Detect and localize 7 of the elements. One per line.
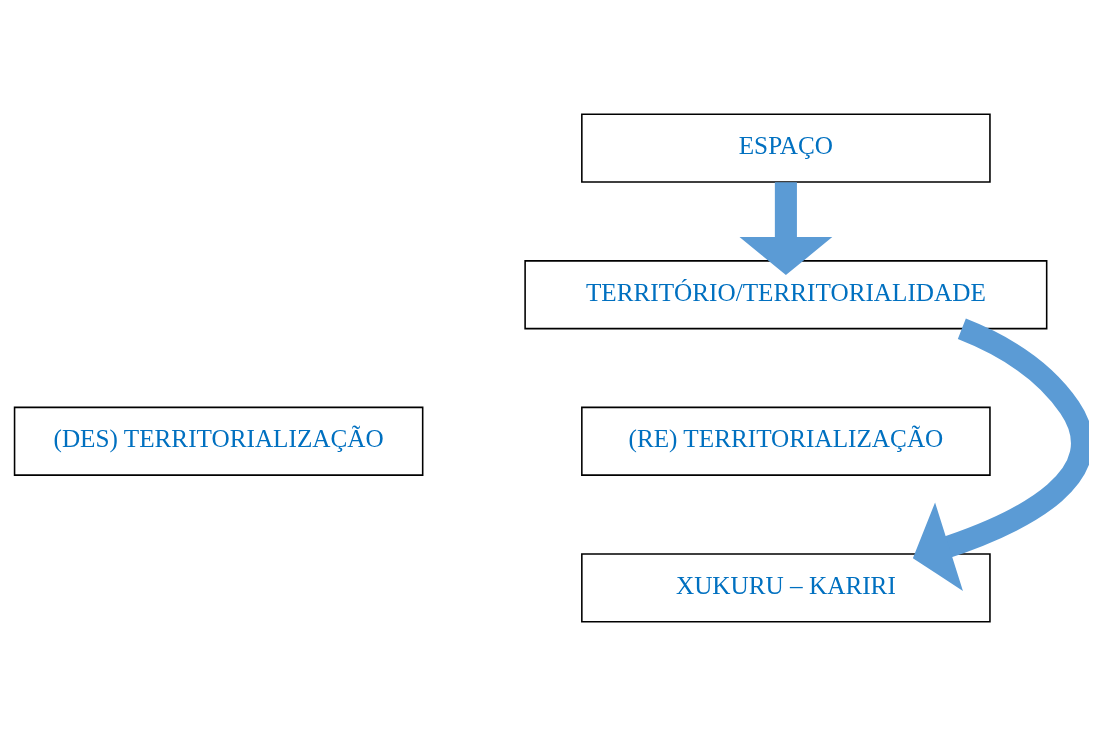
node-box: TERRITÓRIO/TERRITORIALIDADE [524,259,1048,329]
node-box: (DES) TERRITORIALIZAÇÃO [13,406,424,476]
arrow [739,181,833,275]
node-box: ESPAÇO [581,113,991,183]
arrow [912,318,1089,591]
node-box: XUKURU – KARIRI [581,552,991,622]
node-box: (RE) TERRITORIALIZAÇÃO [581,406,991,476]
